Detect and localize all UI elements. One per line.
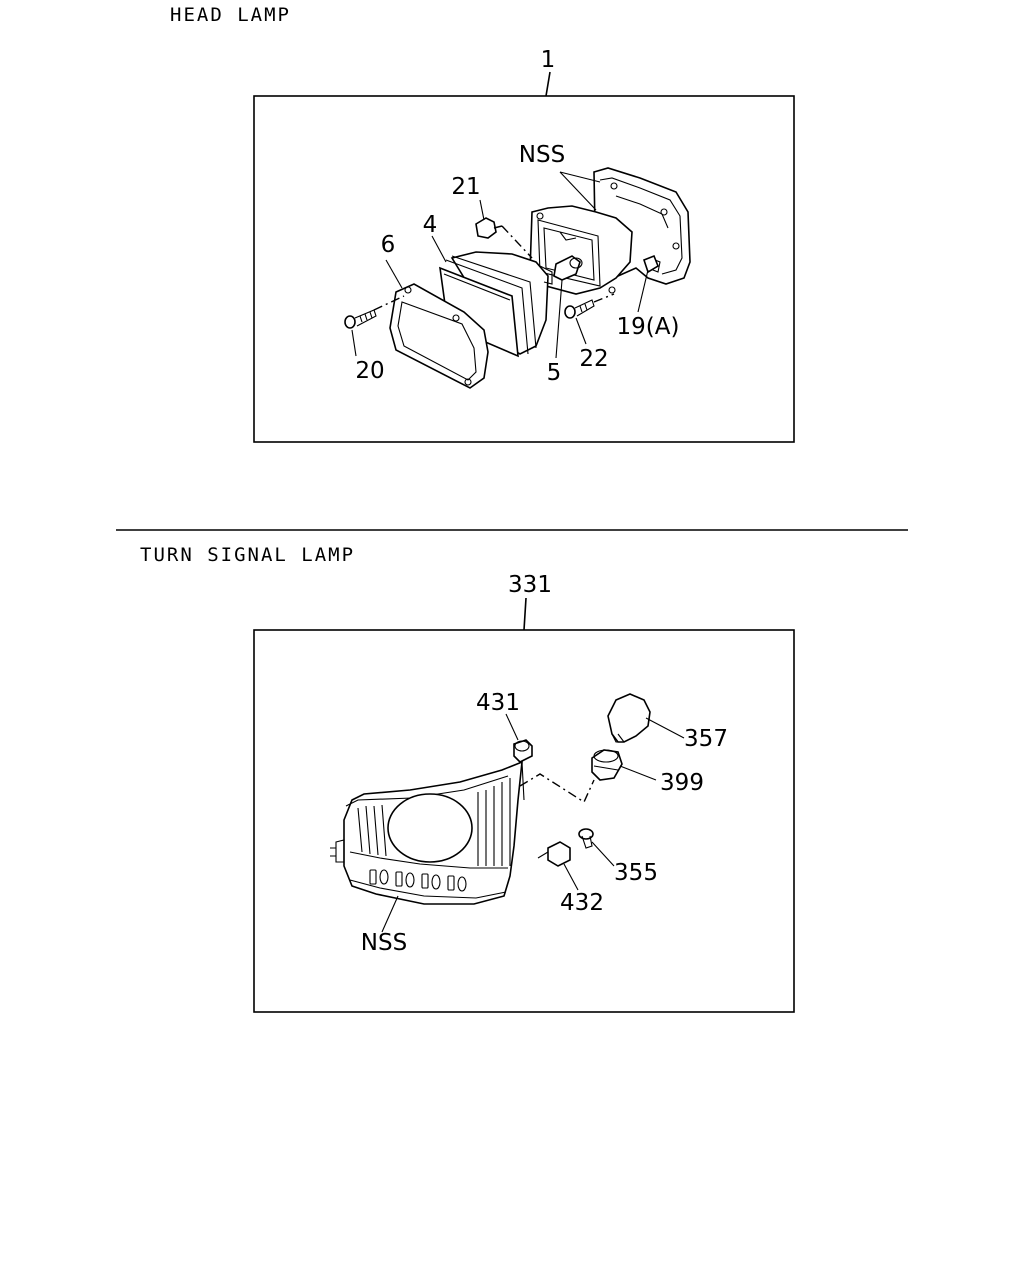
assembly-leader-line — [545, 71, 551, 97]
callout-357: 357 — [684, 726, 728, 752]
callout-nss: NSS — [519, 142, 565, 168]
head-lamp-diagram: 1 — [253, 47, 795, 443]
callout-432: 432 — [560, 890, 604, 916]
adjuster-19A — [643, 254, 659, 274]
turn-signal-diagram: 331 — [253, 572, 795, 1013]
pin-21 — [475, 217, 503, 239]
screw-22 — [564, 299, 595, 319]
bulb-5 — [553, 255, 583, 281]
callout-4: 4 — [423, 212, 438, 238]
screw-355 — [578, 828, 594, 849]
bulb-357 — [607, 693, 651, 743]
callout-20: 20 — [355, 358, 384, 384]
callout-431: 431 — [476, 690, 520, 716]
callout-19a: 19(A) — [617, 314, 680, 340]
callout-6: 6 — [381, 232, 396, 258]
head-lamp-section-title: HEAD LAMP — [170, 4, 291, 26]
callout-21: 21 — [451, 174, 480, 200]
turn-signal-lens — [330, 760, 525, 905]
assembly-callout-331: 331 — [508, 572, 552, 598]
callout-22: 22 — [579, 346, 608, 372]
turn-signal-section-title: TURN SIGNAL LAMP — [140, 544, 356, 566]
grommet-431 — [513, 739, 533, 763]
clip-432 — [537, 841, 571, 867]
assembly-leader-line-331 — [523, 597, 527, 631]
turn-signal-frame — [253, 629, 795, 1013]
socket-399 — [591, 749, 623, 781]
sealed-beam-unit — [439, 251, 553, 358]
assembly-callout-1: 1 — [541, 47, 556, 73]
callout-355: 355 — [614, 860, 658, 886]
callout-nss-turn: NSS — [361, 930, 407, 956]
screw-20 — [344, 309, 377, 329]
leader-nss — [559, 171, 597, 211]
callout-5: 5 — [547, 360, 562, 386]
callout-399: 399 — [660, 770, 704, 796]
retaining-ring — [389, 283, 489, 389]
head-lamp-frame — [253, 95, 795, 443]
